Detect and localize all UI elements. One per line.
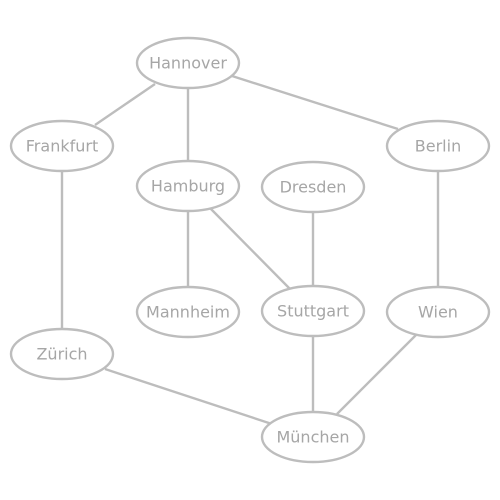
edge-zurich-munchen: [104, 367, 276, 427]
node-wien: Wien: [385, 285, 491, 339]
node-hannover-label: Hannover: [149, 54, 227, 73]
node-hamburg-label: Hamburg: [151, 177, 225, 196]
node-berlin-label: Berlin: [415, 137, 461, 156]
node-hamburg-ellipse: [135, 159, 241, 213]
edge-wien-munchen: [336, 333, 418, 415]
node-wien-ellipse: [385, 285, 491, 339]
node-dresden-label: Dresden: [280, 178, 347, 197]
edge-hannover-frankfurt: [94, 83, 156, 126]
node-zurich: Zürich: [9, 327, 115, 381]
node-stuttgart-label: Stuttgart: [277, 302, 349, 321]
node-stuttgart: Stuttgart: [260, 284, 366, 338]
edge-hamburg-stuttgart: [209, 207, 293, 292]
graph-edges: [60, 74, 440, 427]
node-munchen-ellipse: [260, 410, 366, 464]
node-hannover: Hannover: [135, 36, 241, 90]
node-mannheim-ellipse: [135, 285, 241, 339]
node-frankfurt-ellipse: [9, 119, 115, 173]
node-dresden: Dresden: [260, 160, 366, 214]
node-frankfurt: Frankfurt: [9, 119, 115, 173]
node-munchen-label: München: [276, 428, 349, 447]
node-wien-label: Wien: [418, 303, 458, 322]
node-mannheim-label: Mannheim: [146, 303, 230, 322]
node-berlin: Berlin: [385, 119, 491, 173]
node-zurich-label: Zürich: [36, 345, 87, 364]
node-berlin-ellipse: [385, 119, 491, 173]
node-stuttgart-ellipse: [260, 284, 366, 338]
graph-nodes: Hannover Frankfurt Berlin Hamburg Dresde…: [9, 36, 491, 464]
node-mannheim: Mannheim: [135, 285, 241, 339]
node-zurich-ellipse: [9, 327, 115, 381]
edge-hannover-berlin: [231, 74, 399, 131]
node-hamburg: Hamburg: [135, 159, 241, 213]
node-munchen: München: [260, 410, 366, 464]
node-dresden-ellipse: [260, 160, 366, 214]
node-frankfurt-label: Frankfurt: [26, 137, 98, 156]
node-hannover-ellipse: [135, 36, 241, 90]
